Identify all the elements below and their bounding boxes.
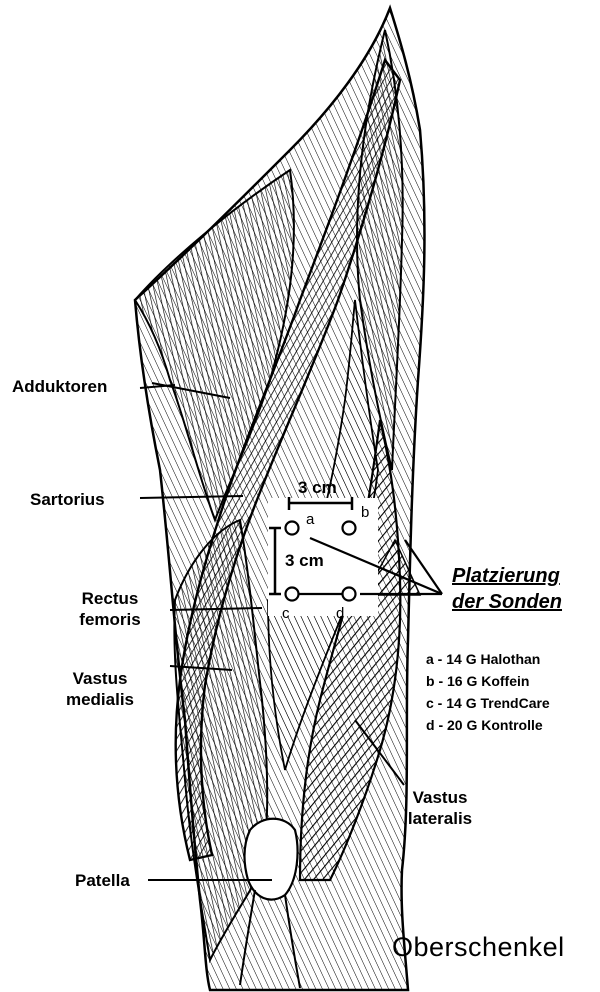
placement-heading: Platzierung der Sonden bbox=[452, 563, 562, 615]
label-vastus-lateralis: Vastus lateralis bbox=[385, 787, 495, 829]
probe-legend: a - 14 G Halothan b - 16 G Koffein c - 1… bbox=[426, 648, 550, 736]
label-vastus-lateralis-line1: Vastus bbox=[385, 787, 495, 808]
legend-item-d: d - 20 G Kontrolle bbox=[426, 714, 550, 736]
probe-d-label: d bbox=[336, 606, 344, 622]
label-adduktoren: Adduktoren bbox=[12, 376, 107, 397]
label-rectus-femoris: Rectus femoris bbox=[50, 588, 170, 630]
probe-c-label: c bbox=[282, 606, 290, 622]
dimension-vertical-label: 3 cm bbox=[285, 550, 324, 571]
probe-a-marker bbox=[286, 522, 299, 535]
label-vastus-lateralis-line2: lateralis bbox=[385, 808, 495, 829]
legend-item-c: c - 14 G TrendCare bbox=[426, 692, 550, 714]
label-patella: Patella bbox=[75, 870, 130, 891]
probe-b-marker bbox=[343, 522, 356, 535]
probe-a-label: a bbox=[306, 512, 314, 528]
label-sartorius: Sartorius bbox=[30, 489, 105, 510]
label-rectus-line1: Rectus bbox=[50, 588, 170, 609]
placement-heading-line1: Platzierung bbox=[452, 563, 562, 589]
diagram-title: Oberschenkel bbox=[392, 931, 565, 963]
legend-item-b: b - 16 G Koffein bbox=[426, 670, 550, 692]
label-vastus-medialis-line2: medialis bbox=[40, 689, 160, 710]
probe-c-marker bbox=[286, 588, 299, 601]
placement-heading-line2: der Sonden bbox=[452, 589, 562, 615]
label-vastus-medialis-line1: Vastus bbox=[40, 668, 160, 689]
patella-bone bbox=[244, 819, 297, 900]
legend-item-a: a - 14 G Halothan bbox=[426, 648, 550, 670]
label-rectus-line2: femoris bbox=[50, 609, 170, 630]
probe-d-marker bbox=[343, 588, 356, 601]
dimension-horizontal-label: 3 cm bbox=[298, 477, 337, 498]
label-vastus-medialis: Vastus medialis bbox=[40, 668, 160, 710]
probe-b-label: b bbox=[361, 505, 369, 521]
